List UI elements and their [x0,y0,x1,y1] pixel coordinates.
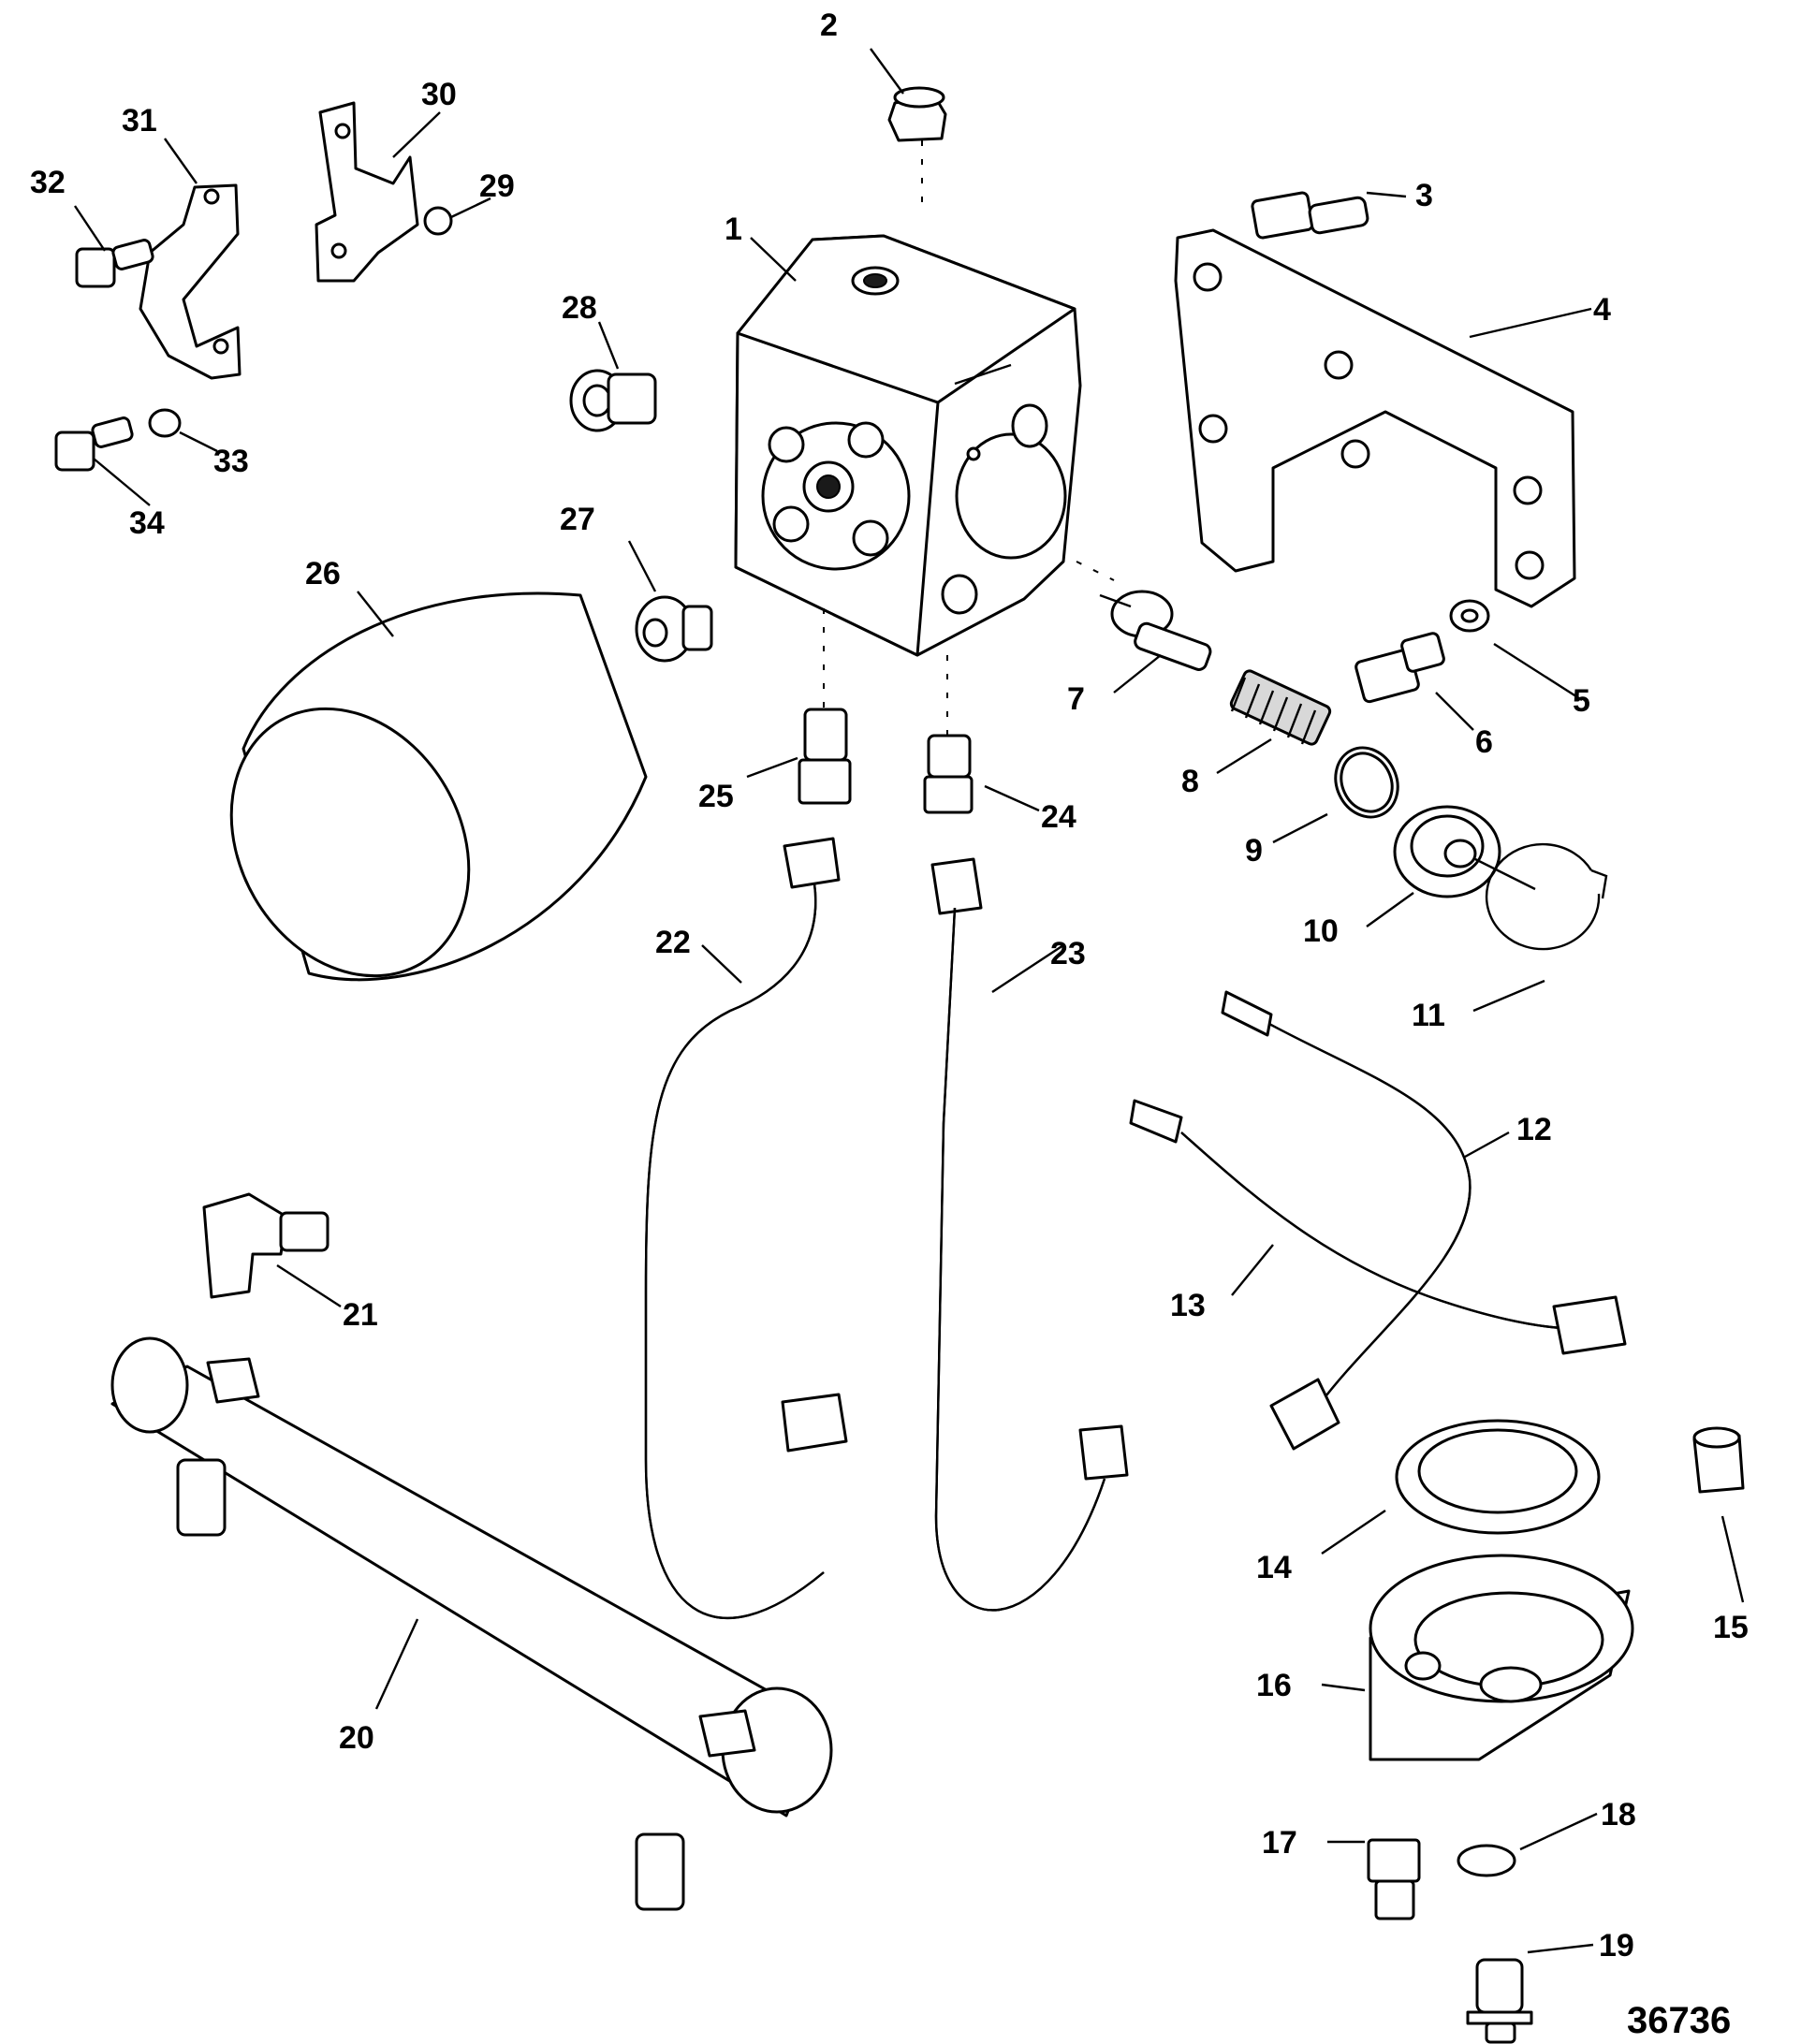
retaining-ring [1485,842,1608,951]
bushing [569,369,657,432]
thermostat [1393,805,1536,898]
washer-33 [148,408,182,438]
top-plug [887,86,947,142]
bolt-34 [54,416,134,472]
callout-22: 22 [655,925,691,960]
callout-19: 19 [1599,1928,1634,1964]
callout-20: 20 [339,1720,374,1756]
callout-30: 30 [421,77,457,112]
check-valve [635,595,713,663]
callout-labels: 2 1 3 4 5 6 7 8 9 10 11 12 13 14 15 16 1… [30,7,1749,2041]
callout-16: 16 [1256,1668,1292,1703]
callout-12: 12 [1516,1112,1552,1147]
oil-line-12 [1221,990,1472,1451]
callout-23: 23 [1050,936,1086,971]
callout-28: 28 [562,290,597,326]
spring [1229,669,1332,746]
oil-line-22 [644,837,848,1620]
callout-1: 1 [725,212,742,247]
callout-10: 10 [1303,913,1339,949]
oil-filter [229,591,648,982]
callout-34: 34 [129,505,165,541]
callout-25: 25 [698,779,734,814]
clamp-30 [315,101,419,283]
callout-18: 18 [1601,1797,1636,1832]
fitting-24 [923,734,974,814]
elbow-fitting [202,1192,329,1299]
callout-4: 4 [1593,292,1611,328]
o-ring [1334,746,1399,819]
mounting-bracket [1174,228,1576,608]
bolt-6 [1354,632,1445,704]
callout-31: 31 [122,103,157,139]
washer-5 [1449,599,1490,633]
plug-15 [1692,1426,1745,1494]
clamp-31 [139,183,242,380]
callout-33: 33 [213,444,249,479]
alignment-lines [823,140,1115,736]
callout-11: 11 [1412,998,1445,1033]
callout-3: 3 [1415,178,1433,213]
fitting-25 [798,708,852,805]
washer-18 [1457,1844,1516,1877]
oil-line-13 [1129,1099,1627,1355]
callout-29: 29 [479,168,515,204]
callout-27: 27 [560,502,595,537]
valve-stem [1099,590,1212,671]
sensor-19 [1466,1958,1533,2044]
callout-6: 6 [1475,724,1493,760]
oil-line-23 [930,857,1129,1612]
callout-26: 26 [305,556,341,591]
filter-adapter [1369,1554,1634,1761]
callout-17: 17 [1262,1825,1297,1861]
heat-exchanger [110,1336,833,1911]
callout-9: 9 [1245,833,1263,869]
callout-5: 5 [1573,683,1590,719]
housing-block [734,234,1082,657]
callout-2: 2 [820,7,838,43]
bolt-32 [75,239,154,288]
callout-21: 21 [343,1297,378,1333]
nut-29 [423,206,453,236]
gasket-ring [1395,1419,1601,1535]
bolt-3 [1251,191,1369,240]
callout-13: 13 [1170,1288,1206,1323]
leader-lines [74,48,1745,1954]
callout-8: 8 [1181,764,1199,799]
callout-14: 14 [1256,1550,1292,1585]
fitting-17 [1367,1838,1421,1920]
callout-15: 15 [1713,1610,1749,1645]
callout-24: 24 [1041,799,1076,835]
figure-number: 36736 [1627,2000,1731,2041]
callout-7: 7 [1067,681,1085,717]
callout-32: 32 [30,165,66,200]
